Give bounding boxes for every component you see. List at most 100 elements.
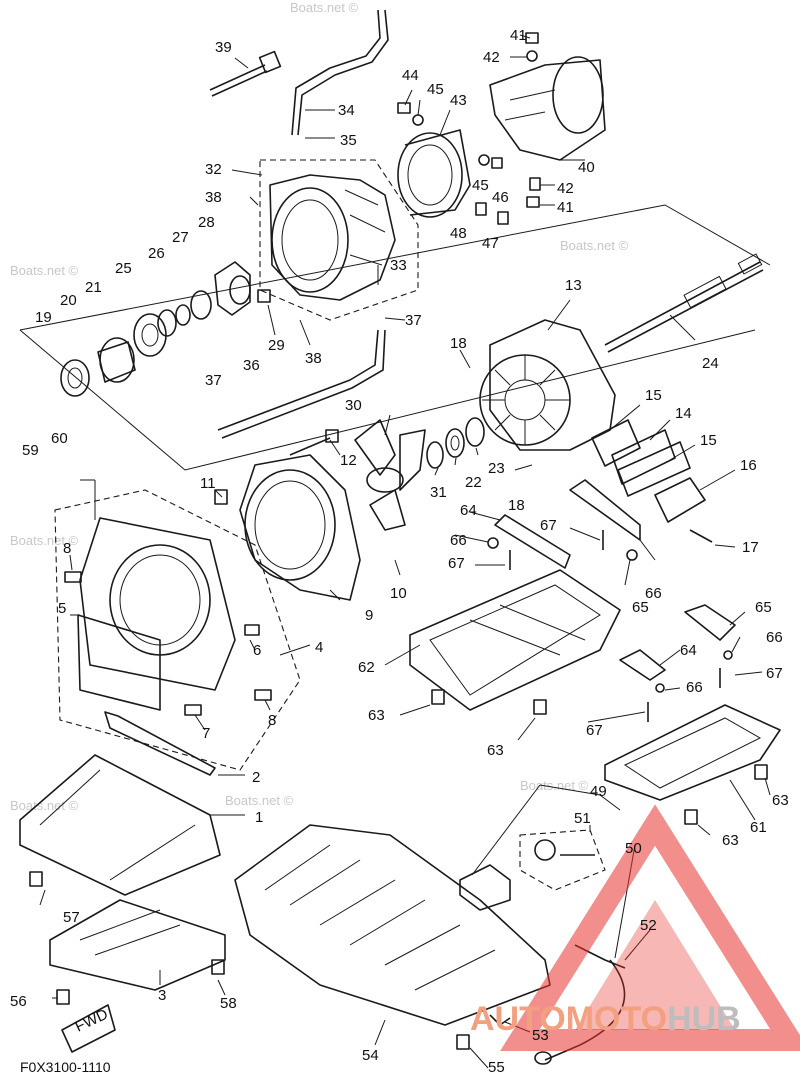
pins-66-67 xyxy=(487,530,733,722)
callout-26: 26 xyxy=(148,245,165,262)
callout-3: 3 xyxy=(158,987,166,1004)
fwd-arrow-icon: FWD xyxy=(61,1004,116,1053)
fwd-label: FWD xyxy=(73,1006,111,1036)
callout-27: 27 xyxy=(172,229,189,246)
automotohub-logo: AUTOMOTOHUB xyxy=(470,804,800,1051)
callout-63: 63 xyxy=(722,832,739,849)
callout-60: 60 xyxy=(51,430,68,447)
callout-53: 53 xyxy=(532,1027,549,1044)
spacer-plates xyxy=(591,419,713,543)
callout-labels: 1234567889101112131415151617181819202122… xyxy=(10,27,789,1076)
duct-plate-4 xyxy=(54,489,301,771)
bolt-39 xyxy=(209,50,282,97)
fasteners-top-right xyxy=(397,32,541,225)
callout-43: 43 xyxy=(450,92,467,109)
callout-46: 46 xyxy=(492,189,509,206)
callout-66: 66 xyxy=(645,585,662,602)
callout-16: 16 xyxy=(740,457,757,474)
callout-67: 67 xyxy=(586,722,603,739)
callout-63: 63 xyxy=(487,742,504,759)
strip-2 xyxy=(104,711,216,776)
callout-31: 31 xyxy=(430,484,447,501)
bolt-12 xyxy=(289,429,339,456)
callout-45: 45 xyxy=(427,81,444,98)
callout-18: 18 xyxy=(450,335,467,352)
callout-58: 58 xyxy=(220,995,237,1012)
callout-8: 8 xyxy=(63,540,71,557)
callout-42: 42 xyxy=(557,180,574,197)
callout-36: 36 xyxy=(243,357,260,374)
brackets-64-65 xyxy=(494,479,736,681)
callout-4: 4 xyxy=(315,639,323,656)
callout-39: 39 xyxy=(215,39,232,56)
intake-duct-32 xyxy=(259,159,419,321)
watermark: Boats.net © xyxy=(225,793,294,808)
callout-44: 44 xyxy=(402,67,419,84)
callout-38: 38 xyxy=(305,350,322,367)
ride-plate-62 xyxy=(409,569,621,711)
callout-28: 28 xyxy=(198,214,215,231)
watermark: Boats.net © xyxy=(10,533,79,548)
callout-42: 42 xyxy=(483,49,500,66)
ride-plate-61 xyxy=(604,704,781,801)
callout-64: 64 xyxy=(460,502,477,519)
hull-cover-54 xyxy=(234,824,551,1026)
bearing-stack xyxy=(60,261,271,397)
callout-54: 54 xyxy=(362,1047,379,1064)
callout-62: 62 xyxy=(358,659,375,676)
callout-45: 45 xyxy=(472,177,489,194)
callout-20: 20 xyxy=(60,292,77,309)
hose-36 xyxy=(217,329,386,439)
callout-50: 50 xyxy=(625,840,642,857)
callout-64: 64 xyxy=(680,642,697,659)
callout-18: 18 xyxy=(508,497,525,514)
callout-8: 8 xyxy=(268,712,276,729)
callout-35: 35 xyxy=(340,132,357,149)
steering-ring-43 xyxy=(397,129,471,218)
callout-67: 67 xyxy=(540,517,557,534)
impeller-30 xyxy=(354,419,426,531)
callout-33: 33 xyxy=(390,257,407,274)
screws-lower xyxy=(29,689,768,1050)
bracket-3 xyxy=(49,899,226,991)
callout-40: 40 xyxy=(578,159,595,176)
callout-66: 66 xyxy=(450,532,467,549)
callout-29: 29 xyxy=(268,337,285,354)
callout-61: 61 xyxy=(750,819,767,836)
housing-9 xyxy=(239,454,361,601)
callout-15: 15 xyxy=(645,387,662,404)
watermark: Boats.net © xyxy=(10,798,79,813)
callout-66: 66 xyxy=(766,629,783,646)
callout-11: 11 xyxy=(200,475,216,492)
callout-32: 32 xyxy=(205,161,222,178)
callout-24: 24 xyxy=(702,355,719,372)
callout-22: 22 xyxy=(465,474,482,491)
callout-52: 52 xyxy=(640,917,657,934)
callout-41: 41 xyxy=(510,27,527,44)
callout-57: 57 xyxy=(63,909,80,926)
bracket-1 xyxy=(19,754,221,896)
callout-55: 55 xyxy=(488,1059,505,1076)
callout-66: 66 xyxy=(686,679,703,696)
callout-65: 65 xyxy=(632,599,649,616)
callout-67: 67 xyxy=(766,665,783,682)
callout-7: 7 xyxy=(202,725,210,742)
callout-2: 2 xyxy=(252,769,260,786)
watermark: Boats.net © xyxy=(10,263,79,278)
watermark: Boats.net © xyxy=(290,0,359,15)
callout-13: 13 xyxy=(565,277,582,294)
callout-10: 10 xyxy=(390,585,407,602)
callout-56: 56 xyxy=(10,993,27,1010)
callout-37: 37 xyxy=(405,312,422,329)
callout-41: 41 xyxy=(557,199,574,216)
callout-47: 47 xyxy=(482,235,499,252)
callout-63: 63 xyxy=(368,707,385,724)
nozzle-40 xyxy=(489,56,606,161)
callout-15: 15 xyxy=(700,432,717,449)
hose-34 xyxy=(291,9,389,136)
impeller-housing-13 xyxy=(479,319,616,451)
brand-wordmark: AUTOMOTOHUB xyxy=(470,1000,741,1038)
watermark: Boats.net © xyxy=(560,238,629,253)
callout-5: 5 xyxy=(58,600,66,617)
